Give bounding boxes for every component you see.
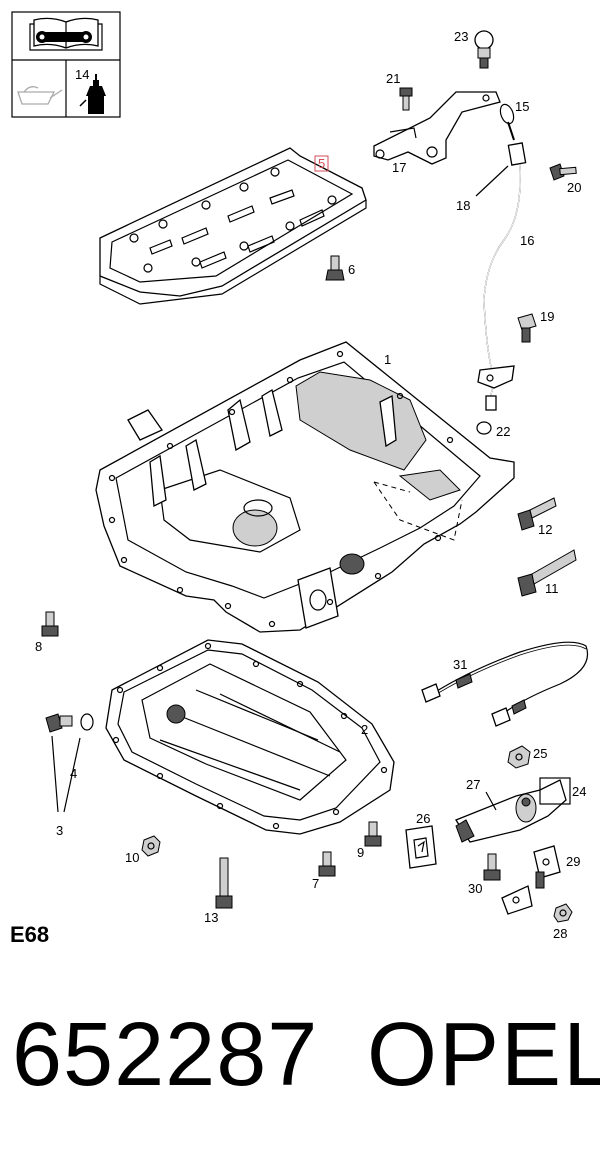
- callout-11: 11: [545, 581, 559, 596]
- callout-19: 19: [540, 309, 554, 324]
- callout-8: 8: [35, 639, 42, 654]
- gasket-5: [99, 147, 367, 305]
- callout-15: 15: [515, 99, 529, 114]
- o-ring-22: [476, 421, 492, 435]
- upper-oil-pan-1: [95, 341, 515, 633]
- callout-23: 23: [454, 29, 468, 44]
- exploded-parts-diagram: 14 5: [11, 11, 588, 941]
- callout-30: 30: [468, 881, 482, 896]
- bolt-20: [549, 163, 577, 181]
- callout-13: 13: [204, 910, 218, 925]
- diagram-code: E68: [10, 922, 50, 947]
- bolt-6: [325, 255, 345, 281]
- footer: 652287 OPEL: [12, 1005, 600, 1115]
- cable-31: [421, 641, 588, 727]
- nut-28: [553, 903, 573, 923]
- callout-4: 4: [70, 766, 77, 781]
- callout-14: 14: [75, 67, 89, 82]
- dipstick-handle-15: [499, 103, 515, 141]
- footer-brand: OPEL: [367, 1005, 600, 1105]
- callout-28: 28: [553, 926, 567, 941]
- callout-5: 5: [318, 156, 325, 171]
- bolt-13: [215, 857, 233, 909]
- bolt-7: [318, 851, 336, 877]
- callout-20: 20: [567, 180, 581, 195]
- callout-17: 17: [392, 160, 406, 175]
- breather-23: [474, 30, 494, 69]
- washer-4: [80, 713, 94, 731]
- bracket-17: [373, 91, 501, 165]
- callout-24: 24: [572, 784, 586, 799]
- bolt-19: [517, 313, 537, 343]
- bolt-8: [41, 611, 59, 637]
- bracket-29: [501, 845, 561, 915]
- bolt-11: [517, 549, 577, 597]
- callout-25: 25: [533, 746, 547, 761]
- callout-3: 3: [56, 823, 63, 838]
- nut-25: [507, 745, 531, 769]
- callout-6: 6: [348, 262, 355, 277]
- callout-16: 16: [520, 233, 534, 248]
- callout-31: 31: [453, 657, 467, 672]
- callout-10: 10: [125, 850, 139, 865]
- lower-oil-pan-2: [105, 639, 395, 835]
- nut-10: [141, 835, 161, 857]
- dipstick-tube-16: [477, 142, 527, 411]
- sensor-connector-24: [455, 777, 571, 843]
- header-box: 14: [11, 11, 121, 118]
- callout-26: 26: [416, 811, 430, 826]
- callout-27: 27: [466, 777, 480, 792]
- callout-29: 29: [566, 854, 580, 869]
- callout-7: 7: [312, 876, 319, 891]
- callout-21: 21: [386, 71, 400, 86]
- callout-18: 18: [456, 198, 470, 213]
- manual-wrench-icon: [29, 17, 103, 51]
- callout-2: 2: [361, 722, 368, 737]
- bolt-12: [517, 497, 557, 531]
- callout-9: 9: [357, 845, 364, 860]
- callout-12: 12: [538, 522, 552, 537]
- bolt-30: [483, 853, 501, 881]
- drain-plug-3: [45, 713, 73, 733]
- bolt-9: [364, 821, 382, 847]
- footer-part-number: 652287: [12, 1005, 319, 1105]
- callout-22: 22: [496, 424, 510, 439]
- sealant-tube-icon: [79, 74, 106, 114]
- clip-26: [405, 825, 437, 869]
- oil-can-icon: [17, 86, 63, 105]
- callout-1: 1: [384, 352, 391, 367]
- bolt-21: [399, 87, 413, 111]
